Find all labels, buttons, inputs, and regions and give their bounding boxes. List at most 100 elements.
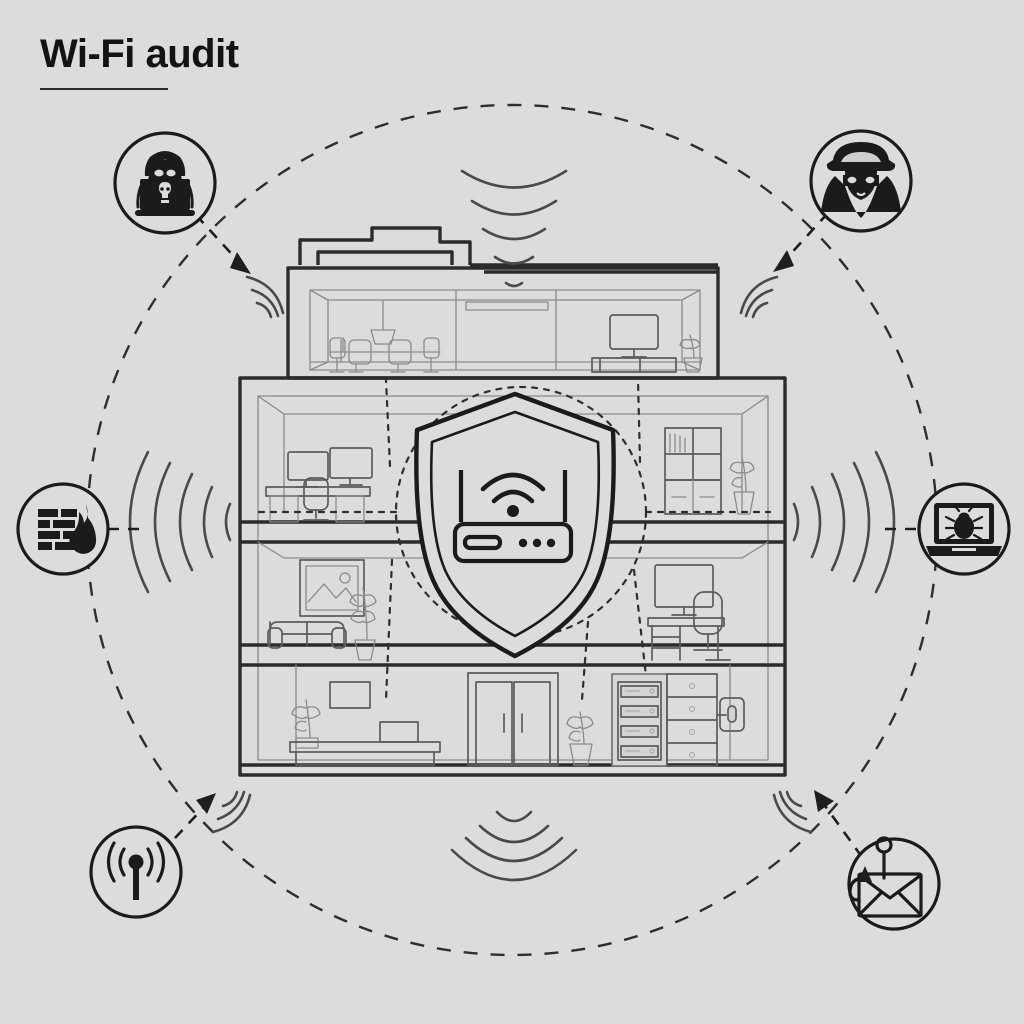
roof-parapet [298, 226, 718, 274]
main-building-shell [238, 376, 787, 777]
router-signal-arc-outer [480, 472, 546, 492]
cabinet-dividers [666, 696, 718, 744]
top-floor-corridor-soffit [465, 301, 549, 311]
card-reader-body [719, 697, 745, 732]
room-server-room [566, 673, 745, 767]
monitor-stand-top [621, 348, 647, 358]
threat-badge-malware[interactable] [917, 482, 1011, 576]
router-led-2 [532, 538, 542, 548]
chair-2 [348, 339, 372, 365]
chair-4 [423, 337, 440, 359]
threat-connectors [108, 212, 916, 858]
firewall-badge-ring[interactable] [16, 482, 110, 576]
rogue-access-point-antenna-icon [106, 841, 166, 900]
connector-hacker [195, 214, 239, 262]
framed-picture-mat [305, 565, 359, 611]
server-slot-lines [625, 690, 640, 752]
router-port [462, 534, 503, 551]
arrowhead-rogue-ap [196, 793, 216, 814]
reception-desk-body [295, 751, 435, 766]
pendant-lamp [370, 299, 396, 345]
room-reception [289, 681, 441, 766]
signal-waves-bottom-left [211, 790, 252, 834]
wifi-signal-waves [128, 169, 896, 882]
connector-phishing [821, 802, 864, 858]
laptop-with-bug-icon [926, 503, 1002, 556]
chair-legs-outer [329, 357, 439, 373]
phishing-badge-ring[interactable] [847, 837, 941, 931]
coverage-ray-up-right [636, 378, 642, 464]
plant-top-office-pot [683, 357, 703, 373]
sofa-arm-left [267, 627, 283, 649]
monitor-left-ws [287, 451, 329, 481]
plant-library-leaves [729, 456, 755, 493]
connector-rogue-ap [174, 805, 206, 839]
card-reader-sensor [727, 705, 737, 723]
router-antennas [458, 470, 568, 522]
threat-badge-rogue-ap[interactable] [89, 825, 183, 919]
plant-lounge-pot [354, 639, 376, 661]
top-floor-partitions [455, 289, 557, 371]
coverage-ray-down-center [580, 620, 590, 702]
framed-picture-frame [299, 559, 365, 617]
page-title-block: Wi-Fi audit [40, 34, 239, 90]
shield-inner-outline [429, 410, 601, 638]
main-inner-outline [257, 395, 769, 761]
room-workspace [647, 564, 731, 661]
storage-box-1 [269, 495, 299, 523]
books [669, 433, 686, 453]
router-led-3 [546, 538, 556, 548]
chair-ws-back [303, 477, 329, 511]
router-led-1 [518, 538, 528, 548]
phishing-email-hook-icon [848, 836, 923, 918]
arrowhead-spy [773, 250, 794, 272]
picture-sun [339, 572, 351, 584]
desk-drawers-workspace [651, 625, 681, 661]
firewall-icon [38, 504, 97, 554]
threat-badge-spy[interactable] [809, 129, 913, 233]
door-right [513, 681, 551, 766]
arrowhead-phishing [814, 790, 834, 812]
wifi-router [452, 470, 574, 564]
title-underline-rule [40, 88, 168, 90]
desk-top-office [591, 357, 677, 373]
entrance-double-doors [467, 672, 559, 766]
cabinet-knob-1 [689, 683, 695, 689]
signal-waves-bottom [450, 810, 578, 882]
page-title: Wi-Fi audit [40, 32, 239, 76]
plant-top-office-leaves [679, 334, 701, 359]
threat-badge-phishing[interactable] [847, 836, 941, 931]
server-led-3 [649, 728, 655, 734]
connector-spy [785, 212, 829, 260]
reception-desk-top [289, 741, 441, 753]
plant-reception-leaves [291, 699, 321, 739]
door-handles [503, 713, 523, 733]
monitor-workspace [654, 564, 714, 608]
signal-waves-top-left [245, 275, 285, 319]
room-meeting-room [329, 299, 441, 373]
top-floor-depth-left [309, 289, 329, 371]
office-building [238, 226, 787, 777]
chair-workspace-base [693, 633, 723, 651]
threat-badge-hacker[interactable] [113, 131, 217, 235]
spy-eavesdropper-icon [821, 142, 901, 218]
chair-legs [348, 363, 406, 373]
server-rack-inner [617, 681, 662, 761]
sofa-cushions [281, 621, 333, 646]
reception-monitor-box [379, 721, 419, 743]
arrowhead-hacker [230, 252, 251, 274]
coverage-ray-down-right [632, 568, 648, 678]
cabinet-knob-2 [689, 706, 695, 712]
signal-waves-bottom-right [772, 790, 813, 834]
door-frame [467, 672, 559, 766]
router-signal-dot [507, 505, 519, 517]
signal-waves-left [128, 450, 232, 594]
threat-badge-firewall[interactable] [16, 482, 110, 576]
desk-workspace [647, 617, 725, 627]
room-lounge [267, 559, 377, 661]
plant-library-pot [733, 491, 755, 515]
wall-sign [329, 681, 371, 709]
plant-server-leaves [566, 711, 594, 745]
